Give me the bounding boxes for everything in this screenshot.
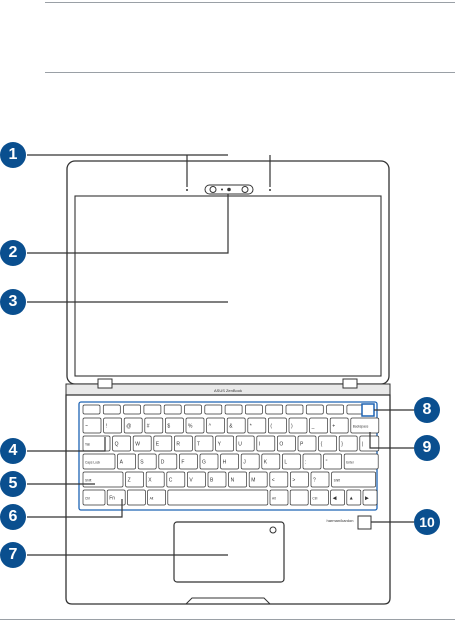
key-row5-label: ▶ bbox=[365, 496, 369, 502]
key-row4-label: ? bbox=[313, 478, 316, 484]
fn-row-key bbox=[225, 405, 242, 414]
key-row1-label: # bbox=[147, 424, 150, 430]
key-row2-label: W bbox=[135, 442, 140, 448]
key-row5-label: Alt bbox=[150, 497, 154, 501]
fn-row-key bbox=[124, 405, 141, 414]
key-row2-label: Q bbox=[115, 442, 119, 448]
key-row3-label: " bbox=[326, 460, 328, 466]
fingerprint-sensor bbox=[270, 527, 276, 533]
key-row4-label: Shift bbox=[85, 479, 91, 483]
fn-row-key bbox=[327, 405, 344, 414]
callout-8: 8 bbox=[414, 397, 440, 423]
fn-row-key bbox=[286, 405, 303, 414]
key-row1-label: + bbox=[332, 424, 335, 430]
key-row5-label: Ctrl bbox=[312, 497, 317, 501]
fn-row-key bbox=[185, 405, 202, 414]
key-row1-label: % bbox=[188, 424, 193, 430]
callout-1: 1 bbox=[0, 142, 26, 168]
key-row2-label: | bbox=[362, 442, 363, 448]
key-row3-label: : bbox=[305, 460, 306, 466]
fn-row-key bbox=[205, 405, 222, 414]
key-row5-label: Fn bbox=[109, 496, 115, 502]
key-row3-label: Caps Lock bbox=[85, 461, 100, 465]
key-row1-label: * bbox=[250, 424, 252, 430]
key-row4-label: Shift bbox=[334, 479, 340, 483]
key-row1-label: ! bbox=[106, 424, 107, 430]
key-row5 bbox=[127, 490, 145, 505]
callout-5: 5 bbox=[0, 471, 26, 497]
key-row3-label: F bbox=[181, 460, 184, 466]
key-row4-label: Z bbox=[128, 478, 131, 484]
key-row4-label: N bbox=[231, 478, 235, 484]
key-row2-label: Tab bbox=[85, 443, 90, 447]
key-row5-label: ◀ bbox=[333, 496, 337, 502]
fn-row-key bbox=[306, 405, 323, 414]
fn-row-key bbox=[164, 405, 181, 414]
key-row4-label: C bbox=[169, 478, 173, 484]
key-row5 bbox=[290, 490, 308, 505]
callout-10: 10 bbox=[414, 509, 440, 535]
hinge-brand-label: ASUS ZenBook bbox=[214, 388, 242, 393]
fn-row-key bbox=[83, 405, 100, 414]
speaker-logo-box bbox=[358, 516, 371, 529]
key-row4-label: M bbox=[251, 478, 255, 484]
key-row4-label: > bbox=[292, 478, 295, 484]
key-row5-label: Alt bbox=[272, 497, 276, 501]
fn-row-key bbox=[245, 405, 262, 414]
key-row2-label: O bbox=[279, 442, 283, 448]
key-row1-label: _ bbox=[311, 424, 315, 430]
callout-4: 4 bbox=[0, 438, 26, 464]
key-row3-label: L bbox=[284, 460, 287, 466]
key-row5-label: ▲ bbox=[349, 496, 354, 502]
key-row3-label: H bbox=[223, 460, 227, 466]
key-row1-label: ~ bbox=[85, 424, 88, 430]
key-row2-label: I bbox=[259, 442, 260, 448]
touchpad bbox=[174, 522, 284, 582]
callout-7: 7 bbox=[0, 542, 26, 568]
callout-3: 3 bbox=[0, 289, 26, 315]
key-row2-label: T bbox=[197, 442, 200, 448]
key-row3-label: G bbox=[202, 460, 206, 466]
key-row4-label: < bbox=[272, 478, 275, 484]
key-row2-label: R bbox=[176, 442, 180, 448]
fn-row-key bbox=[144, 405, 161, 414]
key-row3-label: Enter bbox=[346, 461, 355, 465]
key-row5-label: Ctrl bbox=[85, 497, 90, 501]
key-row1-label: $ bbox=[167, 424, 170, 430]
callout-6: 6 bbox=[0, 504, 26, 530]
callout-2: 2 bbox=[0, 240, 26, 266]
microphone-right bbox=[269, 189, 271, 191]
fn-row-key bbox=[103, 405, 120, 414]
microphone-left bbox=[186, 189, 188, 191]
key-row2-label: U bbox=[238, 442, 242, 448]
key-row3-label: D bbox=[161, 460, 165, 466]
key-row1-label: Backspace bbox=[353, 425, 369, 429]
callout-9: 9 bbox=[414, 435, 440, 461]
key-row5 bbox=[168, 490, 268, 505]
fn-row-key bbox=[266, 405, 283, 414]
key-row1-label: @ bbox=[126, 424, 131, 430]
speaker-brand-label: harman/kardon bbox=[327, 518, 354, 523]
power-button-highlight bbox=[362, 404, 374, 416]
